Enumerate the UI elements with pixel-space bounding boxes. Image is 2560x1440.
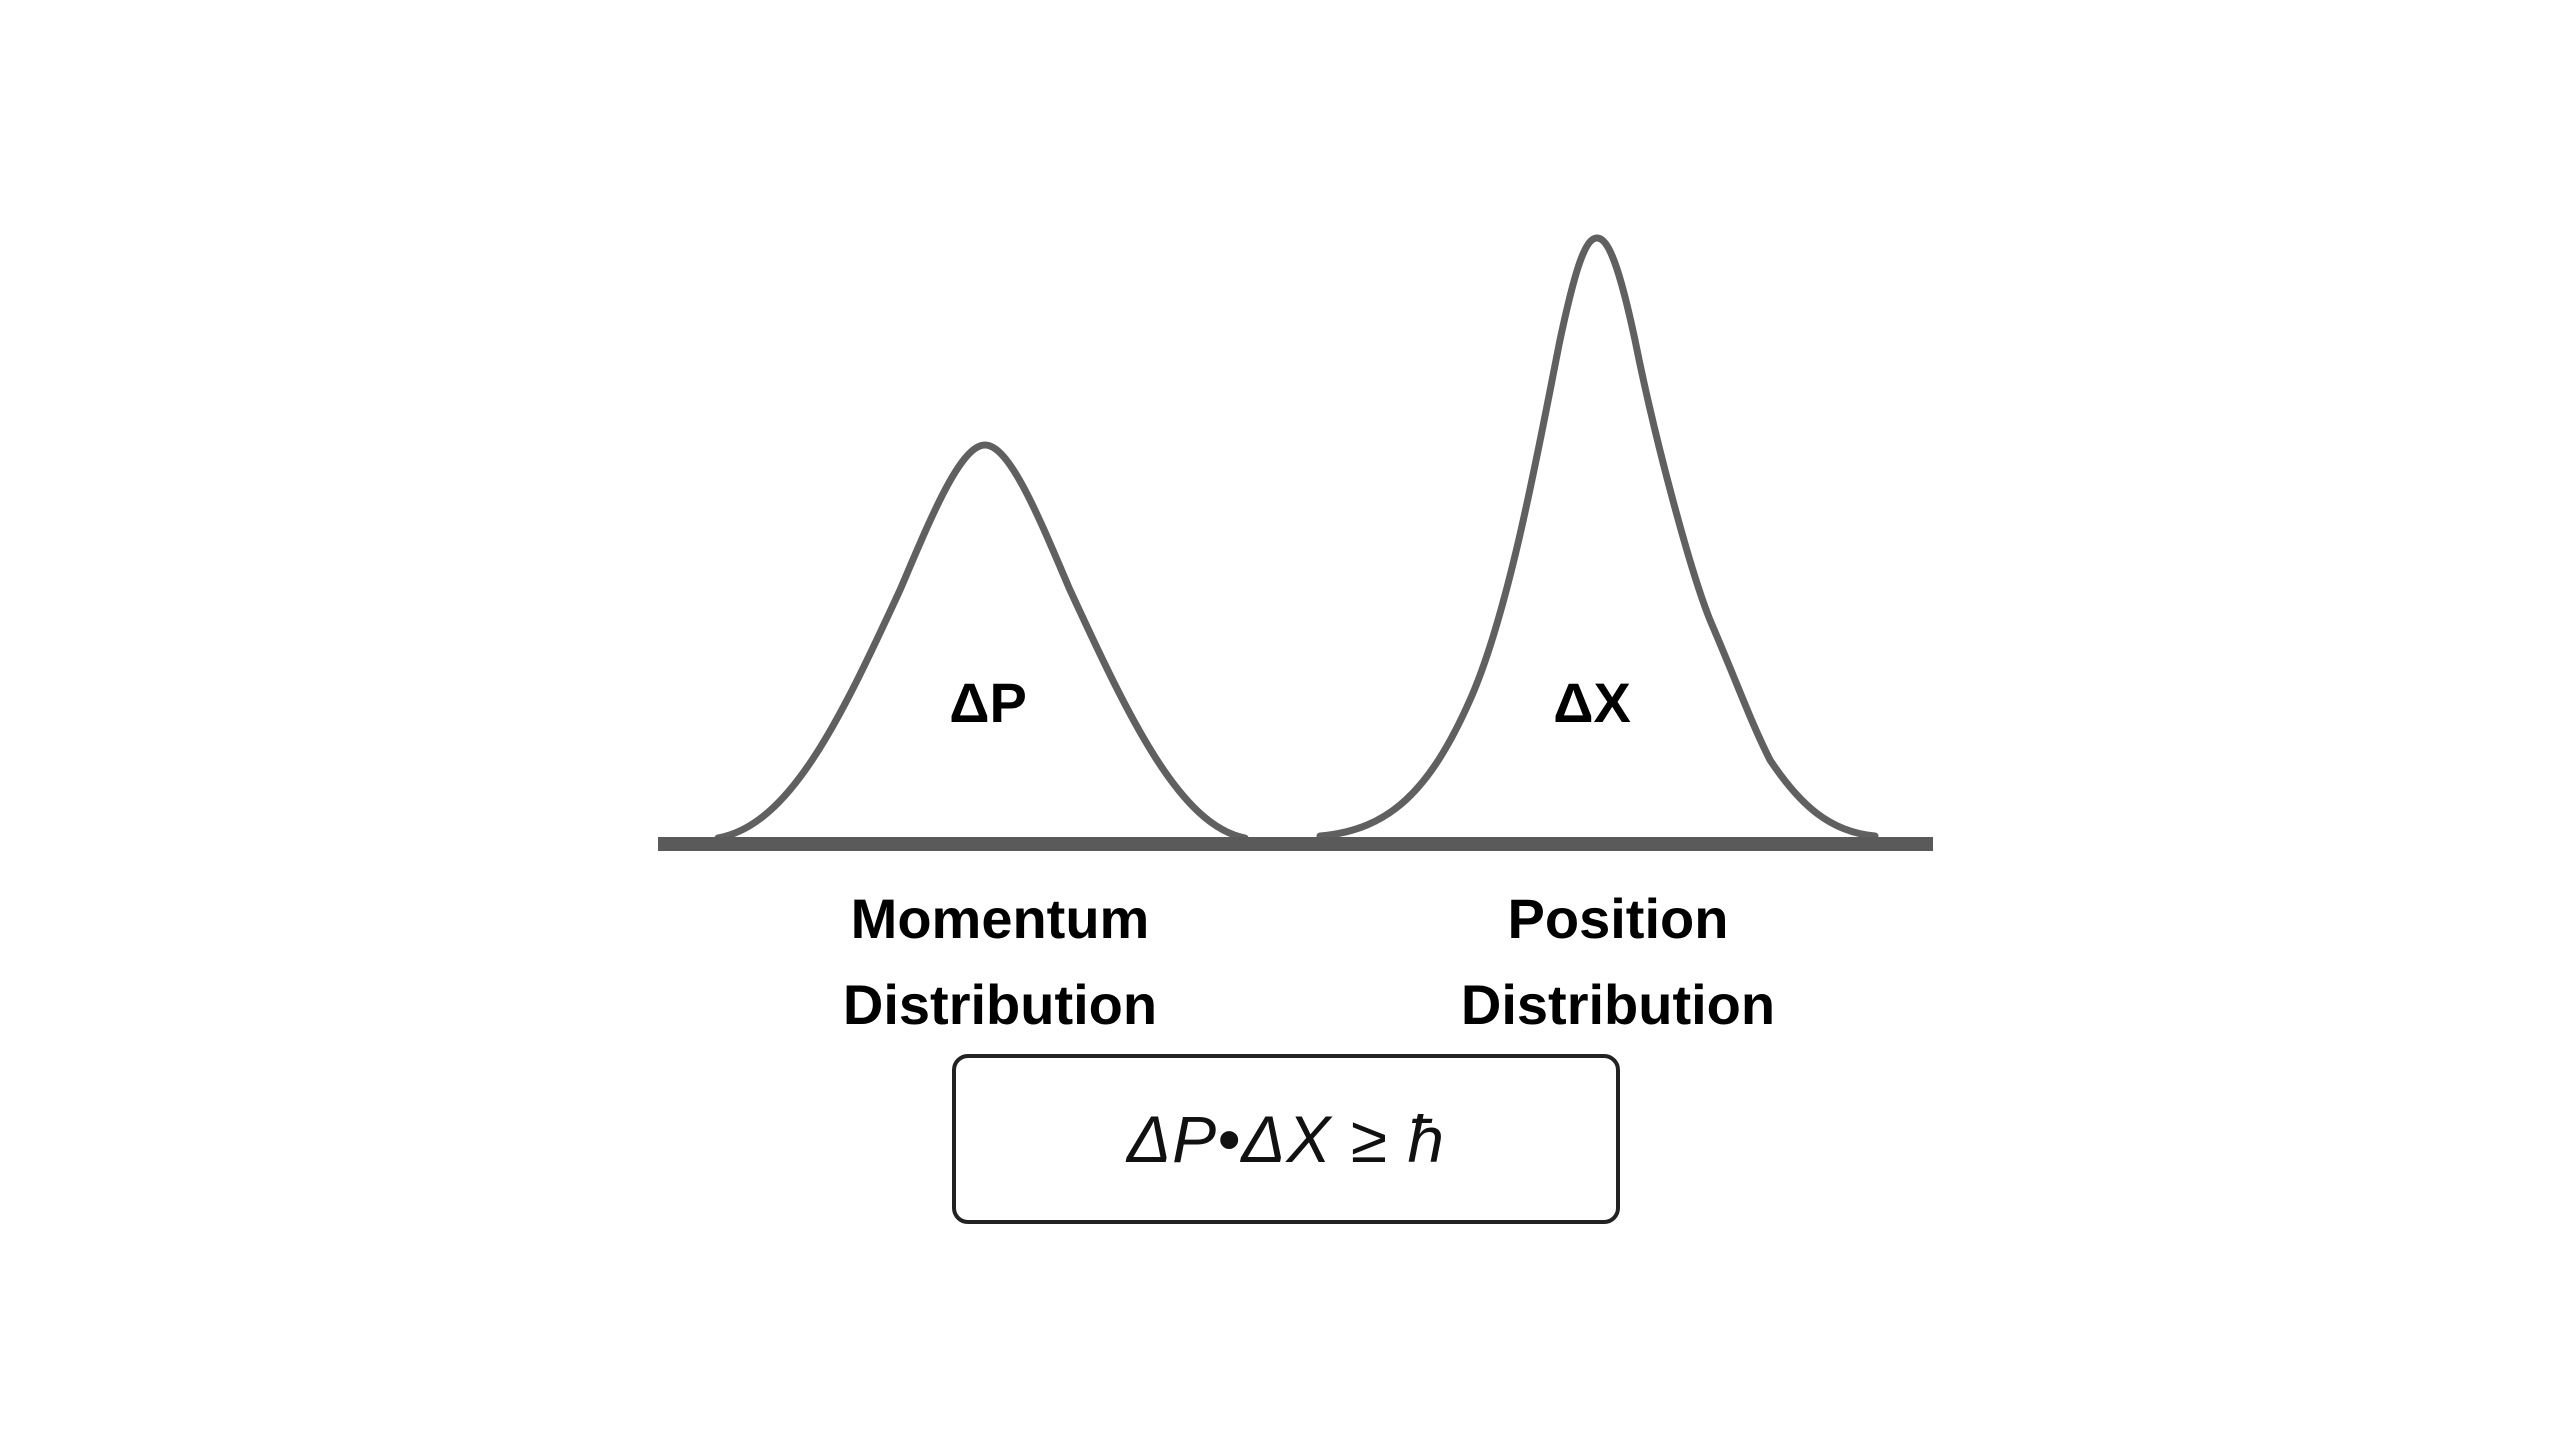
position-distribution-curve: [1316, 234, 1879, 840]
momentum-distribution-curve: [714, 441, 1249, 842]
uncertainty-formula: ΔP•ΔX ≥ ħ: [1126, 1102, 1446, 1176]
position-distribution-caption: Position Distribution: [1461, 876, 1775, 1048]
momentum-delta-label: ΔP: [949, 671, 1027, 734]
position-caption-line1: Position: [1507, 887, 1729, 950]
momentum-caption-line1: Momentum: [850, 887, 1150, 950]
position-delta-label: ΔX: [1553, 671, 1631, 734]
position-caption-line2: Distribution: [1460, 973, 1776, 1036]
momentum-distribution-caption: Momentum Distribution: [843, 876, 1157, 1048]
momentum-caption-line2: Distribution: [842, 973, 1158, 1036]
baseline-axis: [658, 837, 1933, 851]
uncertainty-formula-box: ΔP•ΔX ≥ ħ: [952, 1054, 1620, 1224]
